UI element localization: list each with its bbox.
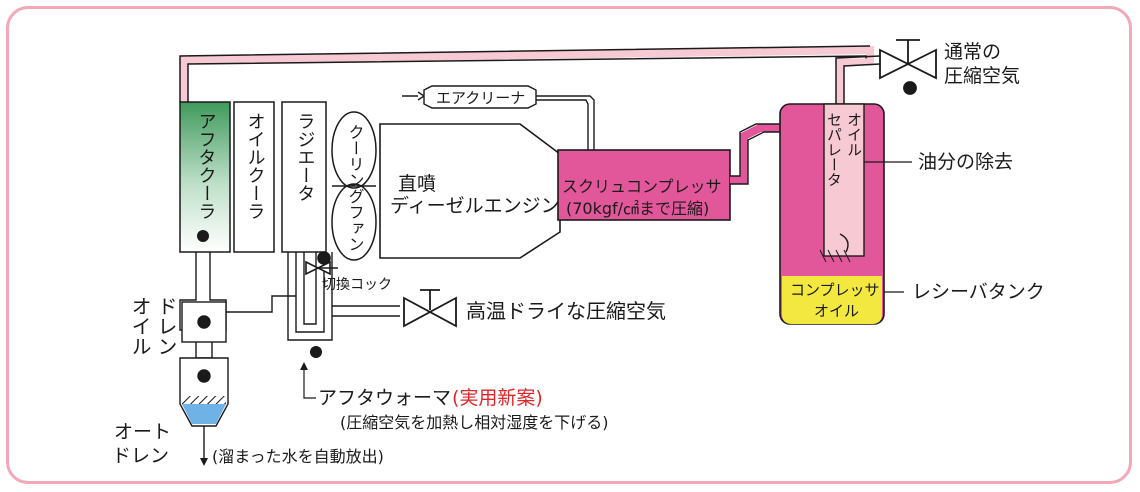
receiver-tank-label: レシーバタンク <box>912 281 1045 303</box>
normal-air-valve-icon <box>879 39 937 95</box>
oil-separator <box>823 103 865 257</box>
drain-hatch <box>182 396 226 406</box>
auto-drain-label-1: オート <box>114 421 171 443</box>
aftercooler-label: アフタクーラ <box>196 112 217 220</box>
cooling-fan-label: クーリングファン <box>346 124 365 252</box>
drain-label-b: オイル <box>128 296 152 356</box>
utility-model-label: (実用新案) <box>452 387 543 409</box>
compressor-label-2: (70kgf/㎠まで圧縮) <box>566 199 709 218</box>
diesel-engine <box>379 123 561 259</box>
screw-compressor <box>557 149 731 221</box>
main-air-pipe <box>179 45 881 104</box>
drain-water <box>182 404 226 424</box>
hot-air-valve-icon <box>403 289 457 328</box>
afterwarmer-note: (圧縮空気を加熱し相対湿度を下げる) <box>340 413 609 432</box>
engine-label-1: 直噴 <box>398 173 436 195</box>
aftercooler-dot <box>197 230 209 242</box>
engine-label-2: ディーゼルエンジン <box>390 195 560 217</box>
oil-separator-label-b: セパレータ <box>825 112 843 187</box>
radiator-label: ラジエータ <box>295 112 316 202</box>
air-cleaner <box>402 85 595 150</box>
oil-removal-label: 油分の除去 <box>918 151 1013 173</box>
radiator <box>281 101 327 253</box>
afterwarmer-dot <box>310 346 322 358</box>
aftercooler <box>179 101 231 253</box>
switch-cock-valve-icon <box>305 251 338 276</box>
air-cleaner-label: エアクリーナ <box>436 89 525 107</box>
normal-air-label-1: 通常の <box>944 41 1001 63</box>
afterwarmer-label: アフタウォーマ <box>318 387 451 409</box>
cooling-fan-icon <box>331 111 377 261</box>
compressor-oil-label-2: オイル <box>814 302 859 320</box>
hot-dry-air-label: 高温ドライな圧縮空気 <box>466 299 666 323</box>
compressor-outlet-pipe <box>730 124 780 184</box>
drain-label-a: ドレン <box>154 296 178 356</box>
compressor-oil-level <box>782 276 882 324</box>
oil-cooler-label: オイルクーラ <box>245 112 266 220</box>
auto-drain-note: (溜まった水を自動放出) <box>212 447 384 466</box>
auto-drain-label-2: ドレン <box>112 445 169 467</box>
oil-cooler <box>233 101 275 253</box>
switch-cock-label: 切換コック <box>322 277 392 293</box>
compressor-label-1: スクリュコンプレッサ <box>562 177 722 196</box>
compressor-oil-label-1: コンプレッサ <box>790 281 880 299</box>
oil-separator-label-a: オイル <box>845 112 863 157</box>
normal-air-label-2: 圧縮空気 <box>944 65 1020 87</box>
